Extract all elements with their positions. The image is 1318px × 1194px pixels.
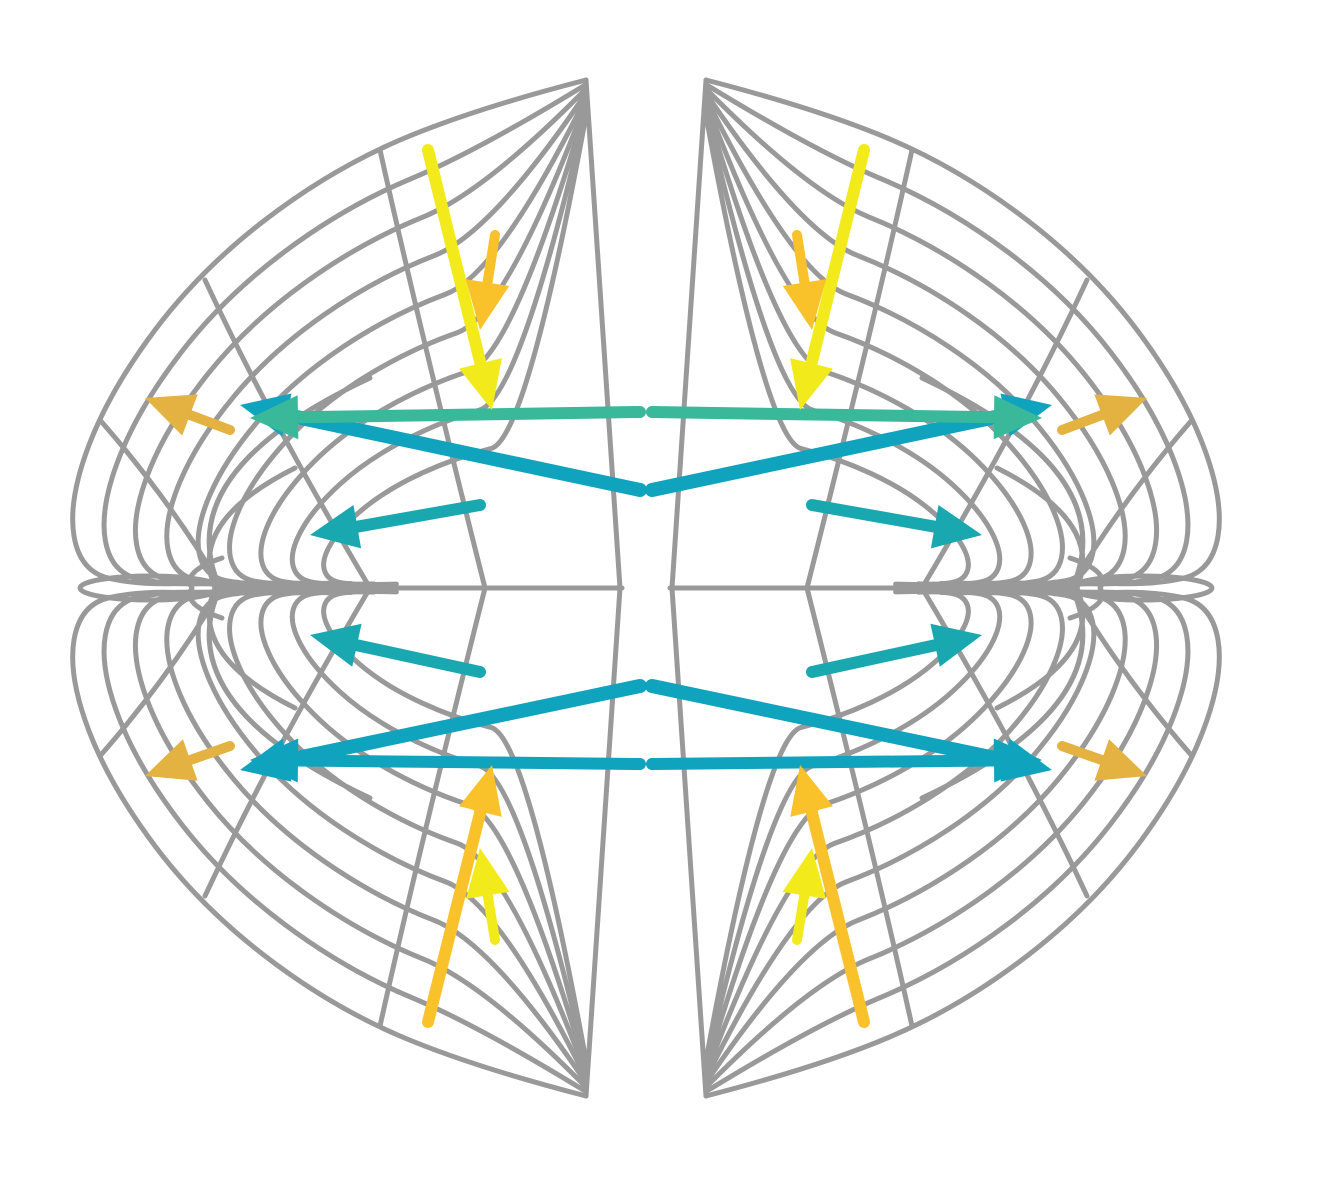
arrow-head — [145, 739, 198, 781]
grid-latitude-curve — [101, 81, 589, 587]
flow-arrows — [145, 144, 1147, 1028]
edge-arrow — [646, 395, 1042, 440]
grid-pole-loop — [1067, 555, 1105, 621]
arrow-head — [1094, 394, 1147, 436]
vertical-arrow — [790, 144, 870, 410]
grid-latitude-curve — [70, 589, 589, 1099]
outer-arrow — [1057, 739, 1147, 781]
arrow-shaft — [422, 144, 487, 370]
vertical-arrow — [782, 848, 826, 945]
grid-pole-loop — [994, 465, 1086, 711]
grid-latitude-curve — [70, 77, 589, 587]
arrow-shaft — [1057, 409, 1108, 435]
arrow-shaft — [291, 754, 646, 770]
arrow-head — [145, 394, 198, 436]
grid-latitude-curve — [703, 81, 1191, 587]
grid-pole-loop — [206, 465, 298, 711]
outer-arrow — [145, 739, 235, 781]
grid-latitude-curve — [703, 588, 1003, 1068]
arrow-shaft — [806, 499, 941, 533]
arrow-head — [250, 395, 299, 440]
vertical-arrow — [465, 230, 510, 330]
left-half-grid — [70, 77, 625, 1099]
vertical-arrow — [422, 765, 502, 1028]
grid-latitude-curve — [289, 588, 589, 1068]
arrow-head — [790, 765, 833, 817]
arrow-shaft — [805, 805, 870, 1028]
edge-arrow — [646, 738, 1042, 783]
grid-latitude-curve — [132, 589, 589, 1090]
grid-latitude-curve — [258, 104, 589, 587]
vertical-arrow — [422, 144, 502, 410]
arrow-head — [782, 279, 827, 330]
arrow-shaft — [792, 230, 810, 288]
arrow-head — [790, 358, 833, 410]
arrow-shaft — [351, 499, 486, 533]
arrow-shaft — [185, 741, 235, 766]
arrow-shaft — [646, 754, 1001, 770]
arrow-head — [310, 504, 362, 549]
arrow-shaft — [1057, 741, 1107, 766]
grid-meridian-curve — [1067, 417, 1195, 759]
grid-latitude-curve — [703, 86, 1160, 587]
arrow-shaft — [806, 639, 942, 678]
arrow-head — [459, 765, 502, 817]
arrow-head — [930, 623, 982, 667]
arrow-shaft — [291, 406, 646, 424]
arrow-shaft — [482, 230, 500, 288]
outer-arrow — [145, 394, 235, 436]
grid-latitude-curve — [703, 104, 1034, 587]
arrow-head — [466, 848, 510, 899]
inner-arrow — [806, 499, 982, 549]
arrow-shaft — [645, 679, 1013, 768]
grid-latitude-curve — [703, 589, 1160, 1090]
inner-arrow — [310, 623, 486, 678]
grid-latitude-curve — [132, 86, 589, 587]
arrow-head — [250, 738, 299, 783]
arrow-shaft — [279, 679, 647, 768]
arrow-head — [782, 848, 826, 899]
arrow-head — [310, 623, 362, 667]
arrow-head — [465, 279, 510, 330]
arrow-shaft — [805, 144, 870, 370]
arrow-head — [459, 358, 502, 410]
arrow-shaft — [645, 407, 1013, 497]
vertical-arrow — [782, 230, 827, 330]
arrow-shaft — [646, 406, 1001, 424]
arrow-shaft — [792, 890, 810, 945]
grid-latitude-curve — [703, 589, 1034, 1072]
inner-arrow — [310, 499, 486, 549]
grid-latitude-curve — [703, 77, 1222, 587]
grid-latitude-curve — [703, 589, 1222, 1099]
arrow-head — [993, 738, 1042, 783]
grid-pole-loop — [187, 555, 225, 621]
arrow-shaft — [279, 407, 647, 497]
arrow-head — [993, 395, 1042, 440]
grid-latitude-curve — [258, 589, 589, 1072]
grid-latitude-curve — [289, 108, 589, 588]
arrow-shaft — [482, 890, 500, 945]
edge-arrow — [250, 738, 646, 783]
vertical-arrow — [790, 765, 870, 1028]
arrow-shaft — [350, 639, 486, 678]
arrow-shaft — [184, 409, 235, 435]
vertical-arrow — [466, 848, 510, 945]
edge-arrow — [250, 395, 646, 440]
arrow-head — [1094, 739, 1147, 781]
arrow-shaft — [422, 805, 487, 1028]
grid-meridian-curve — [97, 417, 225, 759]
grid-latitude-curve — [101, 589, 589, 1095]
grid-latitude-curve — [703, 108, 1003, 588]
right-half-grid — [667, 77, 1222, 1099]
arrow-head — [930, 504, 982, 549]
inner-arrow — [806, 623, 982, 678]
outer-arrow — [1057, 394, 1147, 436]
grid-latitude-curve — [703, 589, 1191, 1095]
